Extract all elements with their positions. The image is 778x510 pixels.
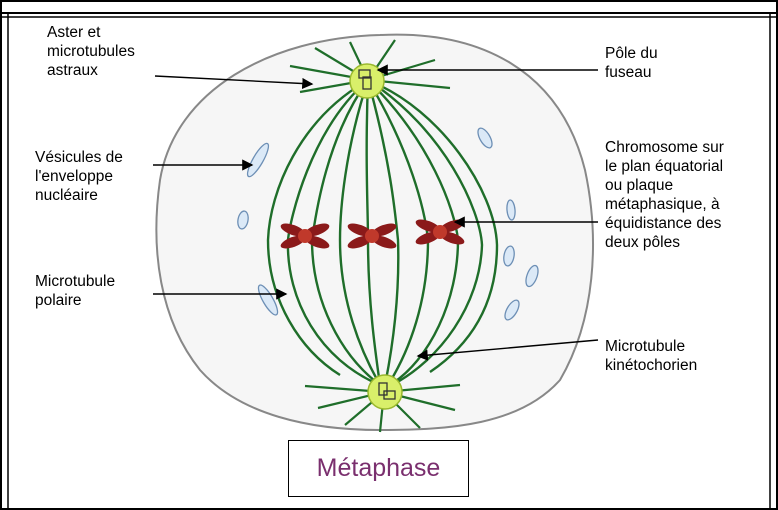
label-polar-microtubule: Microtubule polaire	[35, 272, 115, 310]
label-vesicles: Vésicules de l'enveloppe nucléaire	[35, 148, 123, 205]
label-kinetochore-microtubule: Microtubule kinétochorien	[605, 337, 697, 375]
diagram-title: Métaphase	[317, 454, 441, 483]
label-aster: Aster et microtubules astraux	[47, 23, 135, 80]
label-chromosome: Chromosome sur le plan équatorial ou pla…	[605, 138, 724, 252]
title-box: Métaphase	[288, 440, 469, 497]
spindle-pole-bottom	[368, 375, 402, 409]
label-spindle-pole: Pôle du fuseau	[605, 44, 658, 82]
spindle-pole-top	[350, 64, 384, 98]
